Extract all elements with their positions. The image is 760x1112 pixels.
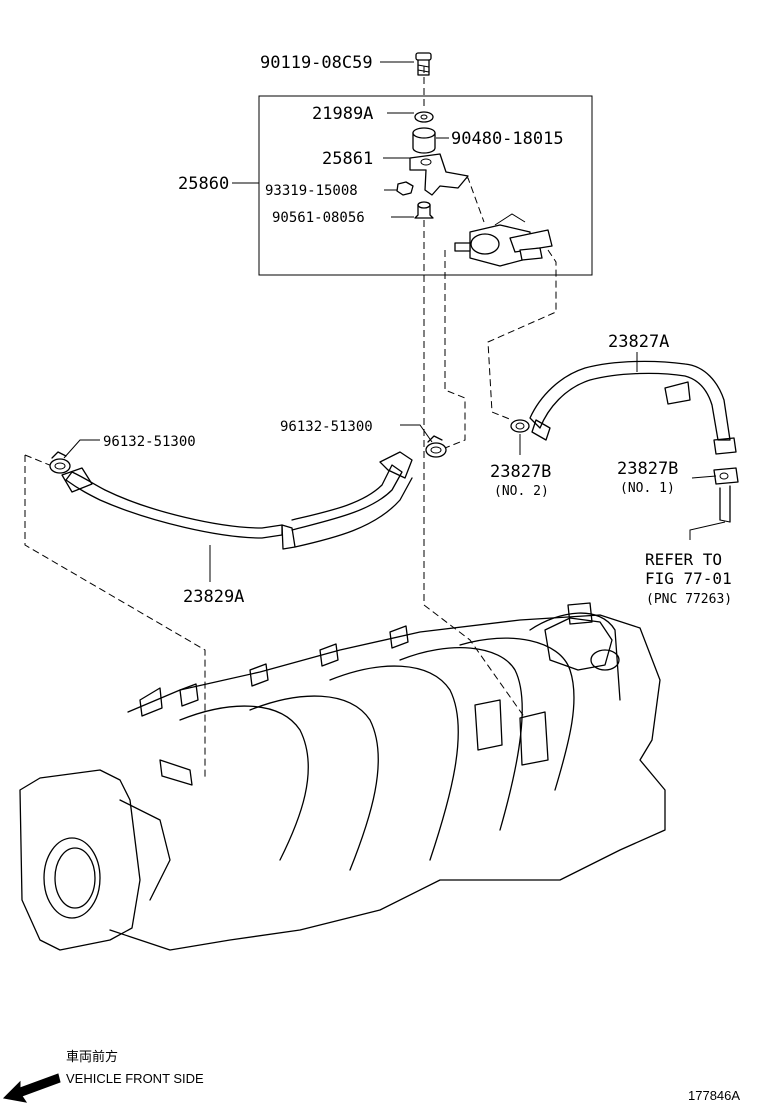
label-clamp-no2-23827B: 23827B: [490, 462, 551, 482]
nut-part: [396, 181, 414, 196]
front-arrow-icon: [2, 1073, 61, 1103]
bracket-part: [409, 153, 469, 196]
intake-manifold: [19, 602, 666, 951]
hose-23827A: [529, 360, 737, 455]
label-clip-left-96132-51300: 96132-51300: [103, 434, 196, 450]
clip-center-part: [425, 435, 447, 458]
label-nut-93319-15008: 93319-15008: [265, 183, 358, 199]
label-clamp-no2-note: (NO. 2): [494, 484, 549, 499]
label-hose-23827A: 23827A: [608, 332, 669, 352]
hose-23829A: [61, 451, 413, 550]
clamp-no2-part: [510, 419, 530, 433]
direction-english: VEHICLE FRONT SIDE: [66, 1071, 204, 1086]
label-bolt-90119-08C59: 90119-08C59: [260, 53, 373, 73]
cushion-part: [412, 127, 436, 154]
label-bracket-25861: 25861: [322, 149, 373, 169]
vsv-valve-part: [454, 213, 553, 267]
stud-part: [414, 201, 434, 219]
assembly-box: [258, 95, 593, 276]
direction-japanese: 車両前方: [66, 1049, 118, 1064]
label-cushion-90480-18015: 90480-18015: [451, 129, 564, 149]
refer-line-3: (PNC 77263): [646, 592, 732, 607]
figure-id: 177846A: [688, 1088, 740, 1103]
label-gasket-21989A: 21989A: [312, 104, 373, 124]
gasket-part: [414, 111, 434, 123]
clamp-no1-part: [713, 467, 739, 485]
label-clamp-no1-23827B: 23827B: [617, 459, 678, 479]
label-assembly-25860: 25860: [178, 174, 229, 194]
label-clamp-no1-note: (NO. 1): [620, 481, 675, 496]
label-hose-23829A: 23829A: [183, 587, 244, 607]
clip-left-part: [49, 451, 71, 474]
bolt-part: [415, 52, 432, 76]
leader-lines: [63, 61, 717, 582]
label-stud-90561-08056: 90561-08056: [272, 210, 365, 226]
label-clip-center-96132-51300: 96132-51300: [280, 419, 373, 435]
refer-line-2: FIG 77-01: [645, 569, 732, 588]
refer-line-1: REFER TO: [645, 550, 722, 569]
refer-pipe: [689, 485, 731, 540]
